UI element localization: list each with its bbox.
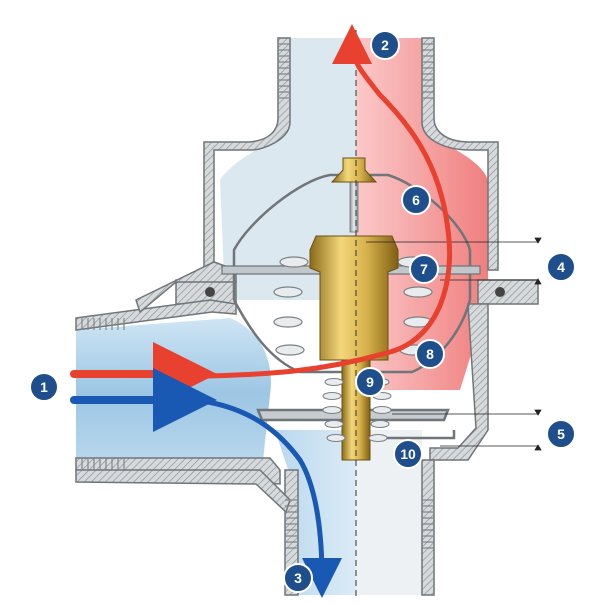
callout-9: 9 (355, 367, 385, 397)
callout-6-label: 6 (412, 192, 420, 208)
o-ring-right (495, 287, 505, 297)
pipe-threads (81, 43, 434, 549)
callout-1: 1 (29, 372, 59, 402)
callout-3-label: 3 (294, 570, 302, 586)
callout-7-label: 7 (420, 261, 428, 277)
hot-water-chamber (356, 38, 488, 595)
callout-8: 8 (415, 339, 445, 369)
callout-10: 10 (393, 439, 423, 469)
callout-1-label: 1 (40, 379, 48, 395)
callout-7: 7 (409, 254, 439, 284)
callout-5: 5 (546, 419, 576, 449)
flow-arrows (70, 24, 453, 598)
callout-4-label: 4 (557, 259, 565, 275)
callout-5-label: 5 (557, 426, 565, 442)
o-ring-left (205, 287, 215, 297)
callout-2-label: 2 (381, 37, 389, 53)
hot-flow-path (205, 24, 453, 379)
callout-8-label: 8 (426, 346, 434, 362)
callout-3: 3 (283, 563, 313, 593)
callout-4: 4 (546, 252, 576, 282)
callout-6: 6 (401, 185, 431, 215)
dimension-lines (366, 237, 542, 451)
callout-9-label: 9 (366, 374, 374, 390)
valve-body (75, 37, 539, 596)
cold-flow-path (205, 399, 342, 598)
main-spring (273, 256, 433, 356)
callout-10-label: 10 (400, 446, 416, 462)
callout-2: 2 (370, 30, 400, 60)
